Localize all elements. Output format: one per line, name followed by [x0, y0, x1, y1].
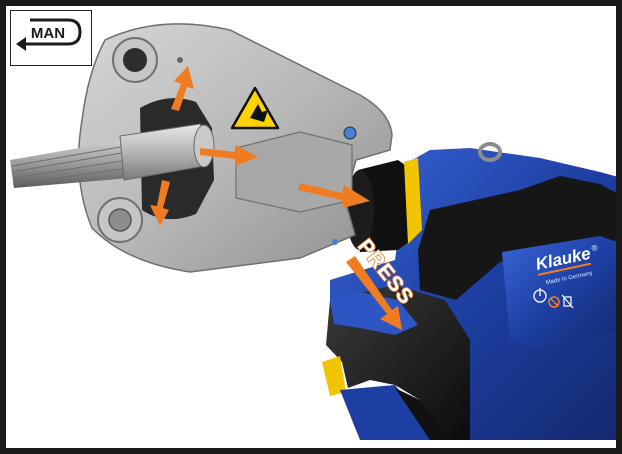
tool-body — [322, 144, 622, 440]
manual-mode-badge: MAN — [10, 10, 92, 66]
mode-label: MAN — [30, 25, 64, 42]
disposal-bin-icon — [562, 295, 573, 308]
return-arrowhead — [16, 37, 26, 51]
